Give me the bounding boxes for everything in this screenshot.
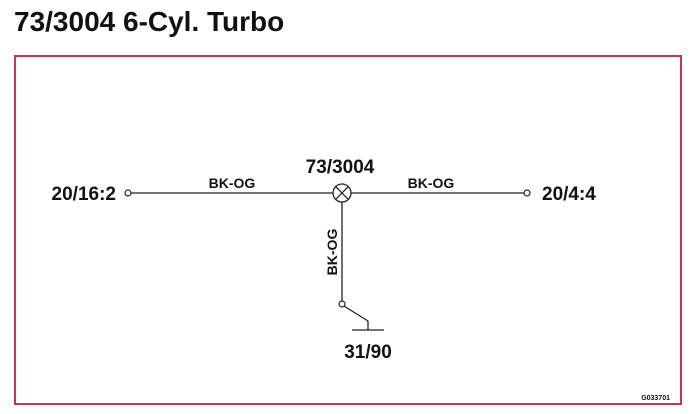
wire-down-label: BK-OG [324,229,340,276]
terminal-right [523,189,531,197]
connector-cross-circle-icon [332,183,352,203]
terminal-left [124,189,132,197]
terminal-left-label: 20/16:2 [52,184,116,205]
drawing-code: G033701 [641,395,670,402]
terminal-switch [338,300,346,308]
terminal-right-label: 20/4:4 [542,184,596,205]
page-title: 73/3004 6-Cyl. Turbo [14,6,285,37]
ground-label: 31/90 [344,342,392,363]
diagram-frame [14,55,682,405]
wire-left-label: BK-OG [209,175,256,191]
wire-right-label: BK-OG [408,175,455,191]
component-label: 73/3004 [306,157,375,178]
ground-switch [343,305,384,331]
